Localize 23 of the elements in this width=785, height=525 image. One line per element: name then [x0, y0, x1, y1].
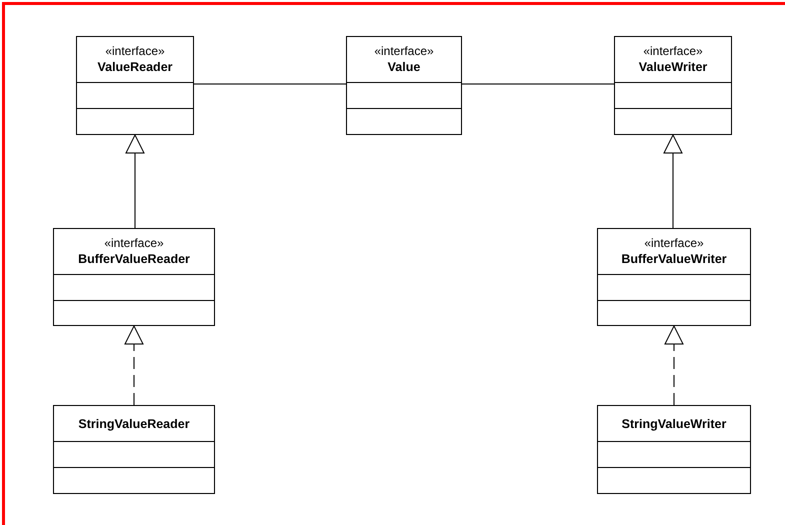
stereotype-label: «interface»	[644, 236, 704, 251]
class-name: BufferValueReader	[78, 251, 190, 267]
class-box	[346, 36, 462, 135]
stereotype-label: «interface»	[105, 44, 165, 59]
realization-arrow	[664, 326, 684, 406]
class-box	[597, 405, 751, 494]
class-name: ValueReader	[97, 59, 173, 75]
class-box	[76, 36, 194, 135]
class-name: StringValueWriter	[622, 416, 726, 432]
generalization-arrow	[664, 134, 682, 228]
class-box	[53, 228, 215, 326]
class-box	[53, 405, 215, 494]
class-name: StringValueReader	[78, 416, 190, 432]
stereotype-label: «interface»	[643, 44, 703, 59]
class-name: ValueWriter	[638, 59, 708, 75]
realization-arrow	[124, 326, 144, 406]
stereotype-label: «interface»	[374, 44, 434, 59]
stereotype-label: «interface»	[104, 236, 164, 251]
generalization-arrow	[126, 134, 144, 228]
class-box	[597, 228, 751, 326]
class-name: BufferValueWriter	[621, 251, 727, 267]
class-box	[614, 36, 732, 135]
class-name: Value	[388, 59, 420, 75]
